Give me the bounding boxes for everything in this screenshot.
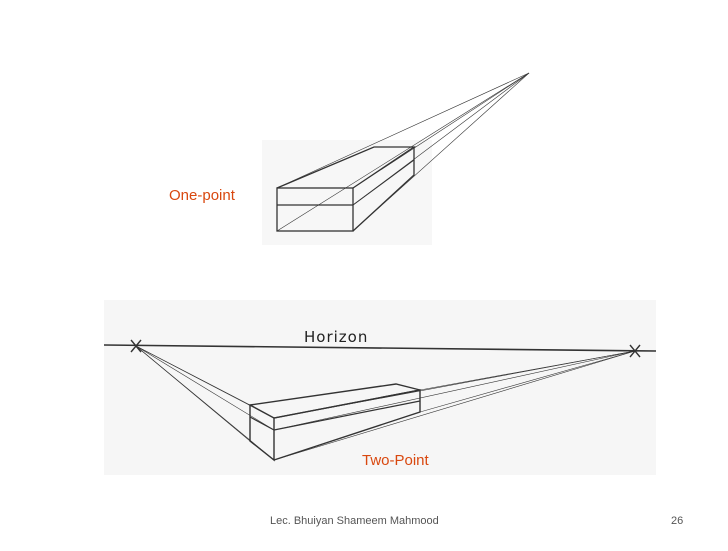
horizon-line bbox=[103, 344, 657, 352]
two-point-guide-line bbox=[419, 350, 636, 413]
one-point-guide-line bbox=[276, 72, 530, 189]
two-point-guide-line bbox=[273, 350, 636, 461]
two-point-box-left-band bbox=[249, 416, 275, 431]
one-point-label: One-point bbox=[169, 187, 235, 204]
one-point-box-front bbox=[276, 187, 354, 232]
two-point-figure: Horizon bbox=[103, 328, 657, 462]
two-point-guide-line bbox=[273, 350, 636, 431]
one-point-figure bbox=[276, 72, 530, 232]
two-point-label: Two-Point bbox=[362, 452, 429, 469]
one-point-box-side bbox=[352, 147, 415, 232]
two-point-scan-bg bbox=[104, 300, 656, 475]
two-point-guide-line bbox=[135, 345, 275, 431]
one-point-scan-bg bbox=[262, 140, 432, 245]
two-point-guide-line bbox=[135, 345, 251, 442]
one-point-box-side-band bbox=[352, 159, 415, 206]
two-point-box-left-face bbox=[249, 405, 275, 462]
horizon-label: Horizon bbox=[304, 328, 368, 346]
two-point-box-right-band bbox=[273, 400, 421, 431]
footer-author: Lec. Bhuiyan Shameem Mahmood bbox=[270, 515, 439, 527]
one-point-box-top bbox=[276, 146, 417, 189]
page-number: 26 bbox=[671, 515, 684, 527]
